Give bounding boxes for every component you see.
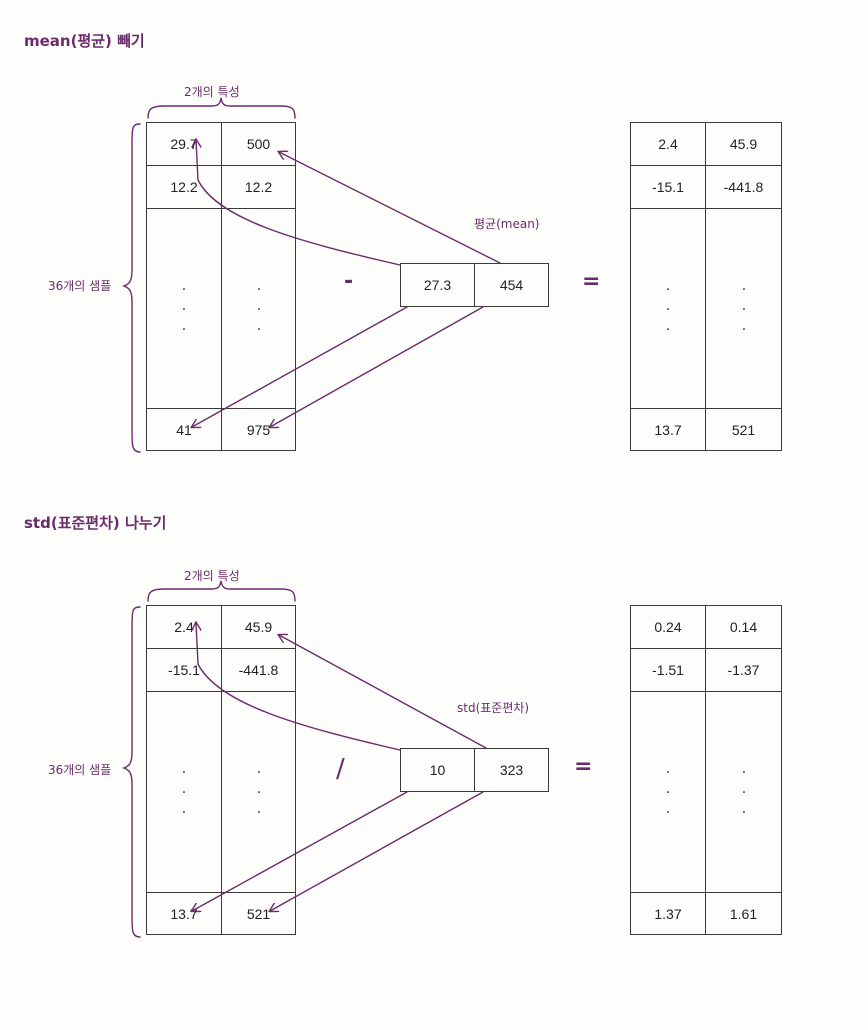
section2-output-last-0: 1.37 — [630, 892, 706, 935]
section2-features-label: 2개의 특성 — [184, 569, 240, 583]
section1-arrow-mean-to-500 — [279, 152, 501, 264]
section1-input-cell-0-1: 500 — [221, 122, 296, 166]
section2-input-cell-0-0: 2.4 — [146, 605, 222, 649]
section1-output-last-1: 521 — [705, 408, 782, 451]
section2-input-cell-1-1: -441.8 — [221, 648, 296, 692]
section2-input-ellipsis-col1: ··· — [256, 765, 262, 821]
section2-vector-cell-0: 10 — [400, 748, 475, 792]
section1-vector-cell-1: 454 — [474, 263, 549, 307]
section2-output-ellipsis-col1: ··· — [741, 765, 747, 821]
section1-input-last-0: 41 — [146, 408, 222, 451]
section2-input-cell-1-0: -15.1 — [146, 648, 222, 692]
section1-input-ellipsis-col0: ··· — [181, 282, 187, 338]
section2-input-ellipsis-col0: ··· — [181, 765, 187, 821]
section1-output-cell-0-0: 2.4 — [630, 122, 706, 166]
section2-output-cell-1-0: -1.51 — [630, 648, 706, 692]
section2-output-cell-1-1: -1.37 — [705, 648, 782, 692]
section1-input-cell-1-0: 12.2 — [146, 165, 222, 209]
section1-output-ellipsis-col0: ··· — [665, 282, 671, 338]
section1-input-cell-1-1: 12.2 — [221, 165, 296, 209]
section2-input-last-0: 13.7 — [146, 892, 222, 935]
section2-arrow-std-to-521 — [270, 791, 484, 911]
section2-input-cell-0-1: 45.9 — [221, 605, 296, 649]
section1-title: mean(평균) 빼기 — [24, 32, 145, 50]
section2-output-last-1: 1.61 — [705, 892, 782, 935]
section1-output-cell-1-1: -441.8 — [705, 165, 782, 209]
section1-minus-operator: - — [344, 269, 354, 294]
section1-vector-cell-0: 27.3 — [400, 263, 475, 307]
section1-samples-label: 36개의 샘플 — [48, 279, 112, 293]
section2-samples-label: 36개의 샘플 — [48, 763, 112, 777]
section2-output-cell-0-1: 0.14 — [705, 605, 782, 649]
section2-equals-operator: = — [574, 754, 593, 779]
section2-arrow-std-to-45.9 — [279, 635, 487, 749]
section1-output-ellipsis-col1: ··· — [741, 282, 747, 338]
section2-samples-brace — [121, 606, 141, 938]
section2-divide-operator: / — [336, 754, 345, 784]
section1-input-ellipsis-col1: ··· — [256, 282, 262, 338]
section1-input-last-1: 975 — [221, 408, 296, 451]
section2-title: std(표준편차) 나누기 — [24, 514, 167, 532]
section1-arrow-mean-to-975 — [270, 306, 484, 427]
section2-output-cell-0-0: 0.24 — [630, 605, 706, 649]
section2-features-brace — [147, 580, 296, 602]
section1-features-brace — [147, 97, 296, 119]
section2-input-last-1: 521 — [221, 892, 296, 935]
section1-output-last-0: 13.7 — [630, 408, 706, 451]
section1-output-cell-0-1: 45.9 — [705, 122, 782, 166]
section2-output-ellipsis-col0: ··· — [665, 765, 671, 821]
section2-vector-cell-1: 323 — [474, 748, 549, 792]
section1-vector-label: 평균(mean) — [474, 217, 540, 231]
section1-features-label: 2개의 특성 — [184, 85, 240, 99]
section1-output-cell-1-0: -15.1 — [630, 165, 706, 209]
section1-input-cell-0-0: 29.7 — [146, 122, 222, 166]
section1-equals-operator: = — [582, 269, 601, 294]
section2-vector-label: std(표준편차) — [457, 701, 530, 715]
section1-samples-brace — [121, 123, 141, 453]
